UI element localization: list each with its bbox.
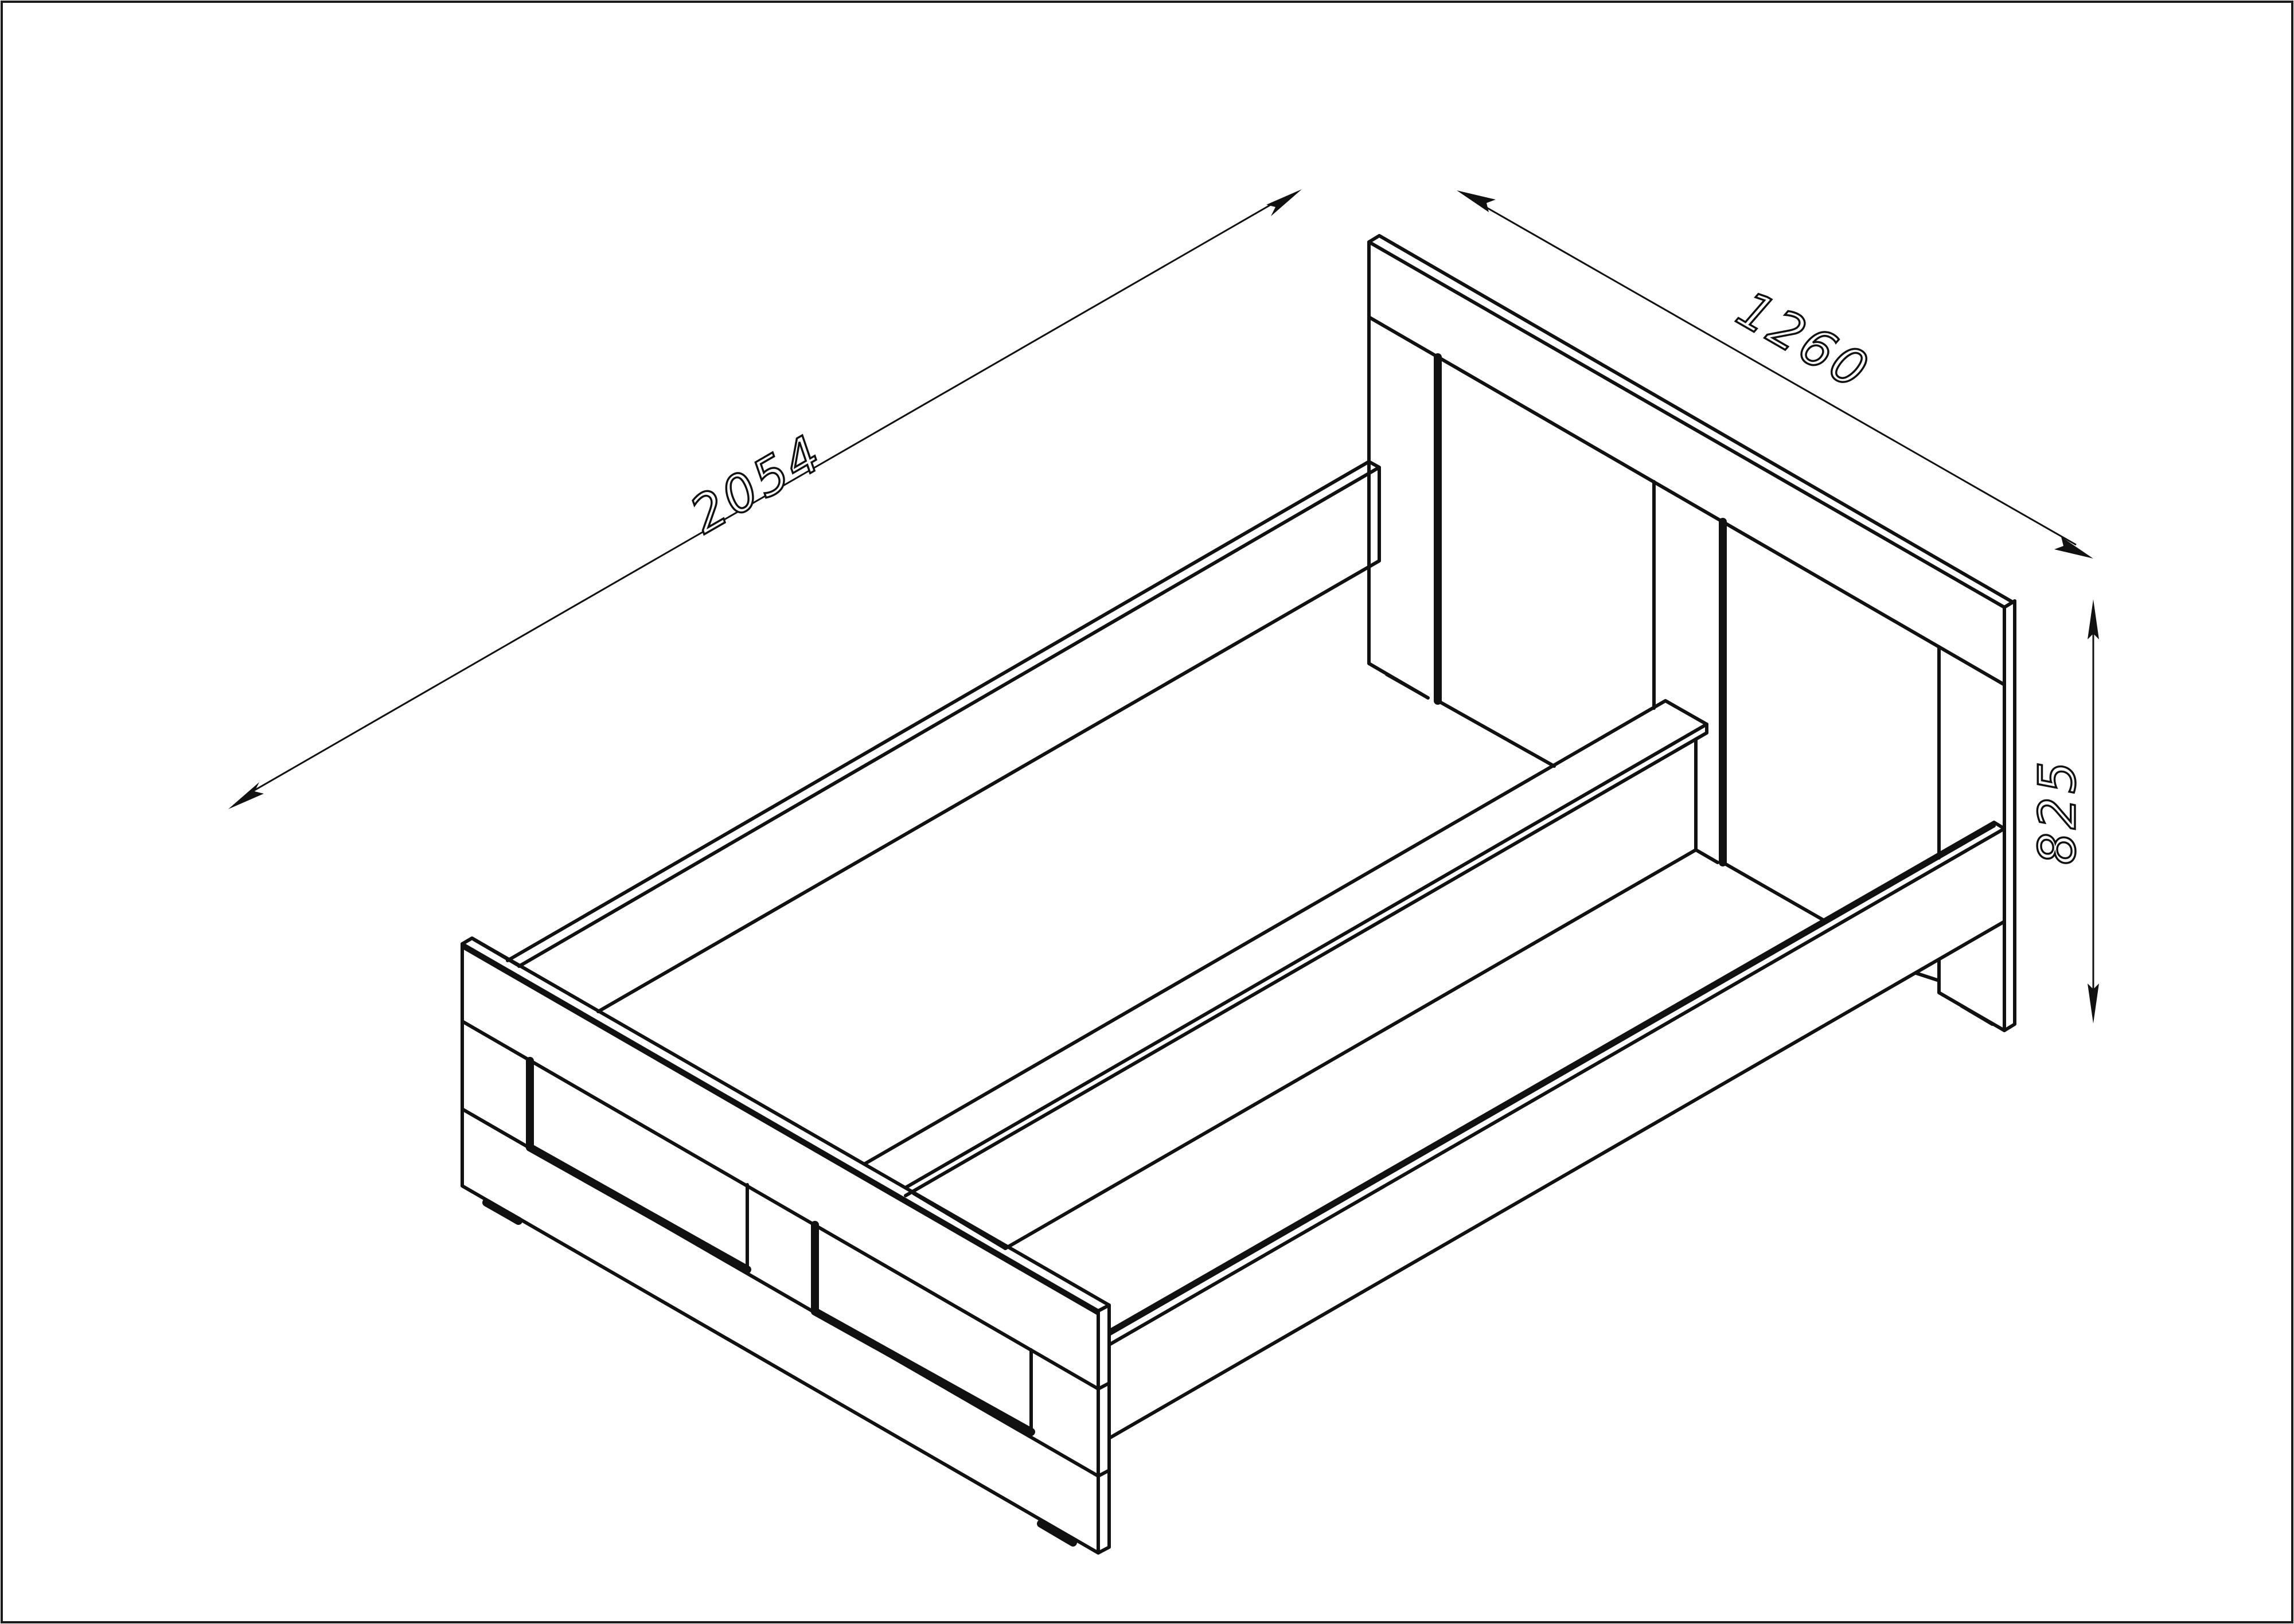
- headboard-right-post-foot: [1960, 1004, 1994, 1026]
- right-side-rail: [1107, 821, 2006, 1440]
- footboard-band-1: [461, 1020, 1100, 1391]
- center-rail-front: [1004, 737, 1698, 1250]
- footboard: [461, 936, 1111, 1555]
- dimension-length-line: [246, 200, 1278, 796]
- right-rail-top: [1107, 821, 2006, 1346]
- left-rail-front: [596, 466, 1381, 1013]
- headboard-right-post: [1937, 958, 2006, 1032]
- dimension-width-label: 1260: [1727, 279, 1880, 401]
- footboard-band-1-side: [1097, 1381, 1111, 1391]
- footboard-left-foot: [482, 1199, 522, 1225]
- footboard-panel-underline-1: [526, 1143, 751, 1274]
- footboard-side-face: [1097, 1303, 1111, 1555]
- footboard-corner: [472, 938, 520, 967]
- headboard-top-rail: [1367, 234, 2016, 609]
- center-rail-edge: [904, 723, 1708, 1189]
- dimension-length-label: 2054: [681, 423, 833, 545]
- headboard-rail-corner: [1914, 971, 1941, 982]
- left-rail-top: [506, 460, 1381, 968]
- headboard-top-rail-front: [1367, 240, 2006, 686]
- right-rail-front: [1107, 827, 2006, 1440]
- right-rail-edge: [1107, 824, 1996, 1336]
- footboard-band-2-side: [1097, 1469, 1111, 1478]
- dimension-width-arrow-end-icon: [2054, 537, 2093, 559]
- dimension-height-arrow-bottom-icon: [2088, 983, 2099, 1024]
- headboard-lower-panel: [1436, 699, 1556, 768]
- dimension-height-arrow-top-icon: [2088, 599, 2099, 639]
- dimension-length-arrow-start-icon: [228, 782, 264, 809]
- headboard-left-post-foot: [1385, 673, 1423, 696]
- footboard-right-foot: [1037, 1520, 1077, 1547]
- dimension-length: 2054: [228, 189, 1302, 809]
- center-rail-top: [863, 699, 1708, 1197]
- dimension-width-line: [1479, 202, 2077, 546]
- footboard-front-face: [461, 942, 1100, 1555]
- left-side-rail: [506, 460, 1381, 1013]
- dimension-height: 825: [2027, 599, 2099, 1024]
- dimension-width: 1260: [1457, 190, 2093, 559]
- dimension-width-arrow-start-icon: [1457, 190, 1496, 212]
- footboard-top-inner: [461, 945, 1100, 1315]
- center-leg: [1694, 848, 1719, 864]
- headboard-lower-panel-2: [1721, 861, 1828, 923]
- dimension-height-label: 825: [2028, 758, 2087, 865]
- dimension-length-arrow-end-icon: [1266, 189, 1302, 216]
- footboard-panel-underline-2: [811, 1307, 1035, 1436]
- headboard: [1367, 234, 2016, 1032]
